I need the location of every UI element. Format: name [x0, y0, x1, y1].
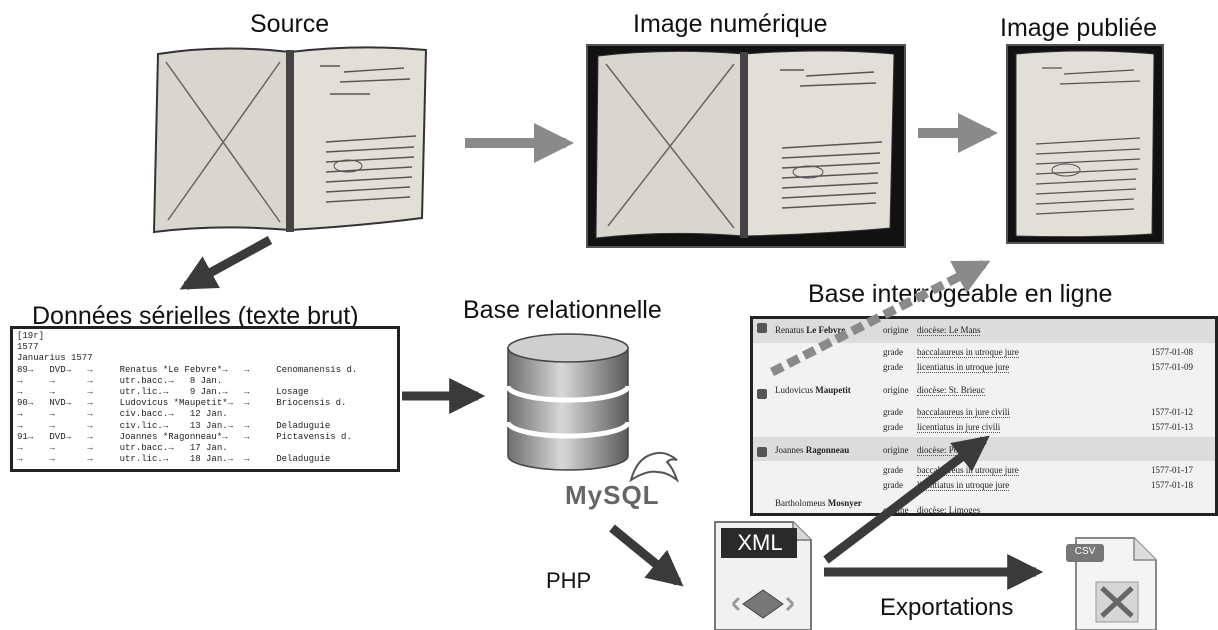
source-manuscript-image [152, 46, 428, 234]
raw-text-line: → → → utr.lic.→ 18 Jan.→ → Deladuguie [17, 454, 331, 465]
csv-badge-text: CSV [1074, 546, 1096, 557]
php-label: PHP [546, 568, 592, 593]
xml-file-icon: XML [707, 518, 819, 630]
raw-text-line: 90→ NVD→ → Ludovicus *Maupetit*→ → Brioc… [17, 398, 347, 409]
raw-text-line: → → → utr.bacc.→ 17 Jan. [17, 443, 228, 454]
arrow-xml-to-online-db [823, 435, 990, 564]
grade-date: 1577-01-17 [1151, 465, 1193, 475]
record-icon [757, 323, 767, 333]
arrow-source-to-serial [179, 236, 273, 290]
origin-value[interactable]: diocèse: Limoges [917, 505, 981, 515]
raw-text-line: [19r] [17, 331, 45, 341]
grade-label: grade [883, 362, 903, 372]
raw-text-line: → → → utr.lic.→ 9 Jan.→ → Losage [17, 387, 309, 398]
online-db-panel: Renatus Le Febvre origine diocèse: Le Ma… [750, 316, 1218, 516]
record-icon [757, 447, 767, 457]
serial-data-label: Données sérielles (texte brut) [32, 302, 359, 330]
db-grade-row: grade baccalaureus in utroque jure 1577-… [753, 347, 1215, 359]
exports-label: Exportations [880, 594, 1014, 621]
raw-text-line: Januarius 1577 [17, 353, 93, 364]
grade-date: 1577-01-13 [1151, 422, 1193, 432]
db-grade-row: grade baccalaureus in jure civili 1577-0… [753, 407, 1215, 419]
published-image-picture [1006, 44, 1164, 244]
db-person-row: Ludovicus Maupetit origine diocèse: St. … [753, 377, 1215, 401]
origin-value[interactable]: diocèse: St. Brieuc [917, 385, 985, 396]
grade-title[interactable]: licentiatus in jure civili [917, 422, 1001, 433]
db-grade-row: grade licentiatus in utroque jure 1577-0… [753, 362, 1215, 374]
grade-title[interactable]: licentiatus in utroque jure [917, 480, 1010, 491]
grade-date: 1577-01-09 [1151, 362, 1193, 372]
grade-title[interactable]: baccalaureus in jure civili [917, 407, 1010, 418]
last-name: Maupetit [815, 385, 851, 395]
grade-date: 1577-01-18 [1151, 480, 1193, 490]
published-image-label: Image publiée [1000, 14, 1158, 42]
raw-text-line: → → → utr.bacc.→ 8 Jan. [17, 375, 223, 386]
record-icon [757, 389, 767, 399]
raw-text-line: 89→ DVD→ → Renatus *Le Febvre*→ → Cenoma… [17, 364, 358, 375]
arrow-db-to-xml [609, 524, 684, 587]
first-name: Renatus [775, 325, 804, 335]
source-label: Source [250, 10, 330, 38]
grade-date: 1577-01-08 [1151, 347, 1193, 357]
grade-title[interactable]: licentiatus in utroque jure [917, 362, 1010, 373]
origin-label: origine [883, 385, 909, 395]
origin-label: origine [883, 445, 909, 455]
last-name: Le Febvre [806, 325, 846, 335]
digital-image-picture [586, 44, 906, 248]
grade-label: grade [883, 347, 903, 357]
arrow-online-db-to-published [769, 259, 991, 377]
xml-logo-text: XML [737, 530, 783, 555]
last-name: Ragonneau [805, 445, 850, 455]
origin-value[interactable]: diocèse: Poitiers [917, 445, 977, 456]
raw-text-line: 91→ DVD→ → Joannes *Ragonneau*→ → Pictav… [17, 431, 352, 442]
db-grade-row: grade licentiatus in jure civili 1577-01… [753, 422, 1215, 434]
raw-text-line: → → → civ.lic.→ 13 Jan.→ → Deladuguie [17, 420, 331, 431]
grade-label: grade [883, 480, 903, 490]
raw-text-line: → → → civ.bacc.→ 12 Jan. [17, 409, 228, 420]
mysql-logo: MySQL [565, 446, 695, 516]
db-person-row: Renatus Le Febvre origine diocèse: Le Ma… [753, 319, 1215, 343]
csv-file-icon: CSV [1062, 530, 1162, 630]
relational-db-label: Base relationnelle [463, 296, 662, 324]
first-name: Ludovicus [775, 385, 813, 395]
grade-title[interactable]: baccalaureus in utroque jure [917, 347, 1019, 358]
first-name: Bartholomeus [775, 498, 826, 508]
origin-value[interactable]: diocèse: Le Mans [917, 325, 981, 336]
last-name: Mosnyer [827, 498, 862, 508]
db-grade-row: grade licentiatus in utroque jure 1577-0… [753, 480, 1215, 492]
raw-text-line: 1577 [17, 342, 39, 353]
grade-label: grade [883, 422, 903, 432]
first-name: Joannes [775, 445, 804, 455]
grade-date: 1577-01-12 [1151, 407, 1193, 417]
digital-image-label: Image numérique [633, 10, 828, 38]
grade-label: grade [883, 465, 903, 475]
raw-text-panel: [19r] 1577 Januarius 1577 89→ DVD→ → Ren… [10, 326, 400, 472]
database-icon [505, 333, 631, 471]
origin-label: origine [883, 325, 909, 335]
grade-label: grade [883, 407, 903, 417]
